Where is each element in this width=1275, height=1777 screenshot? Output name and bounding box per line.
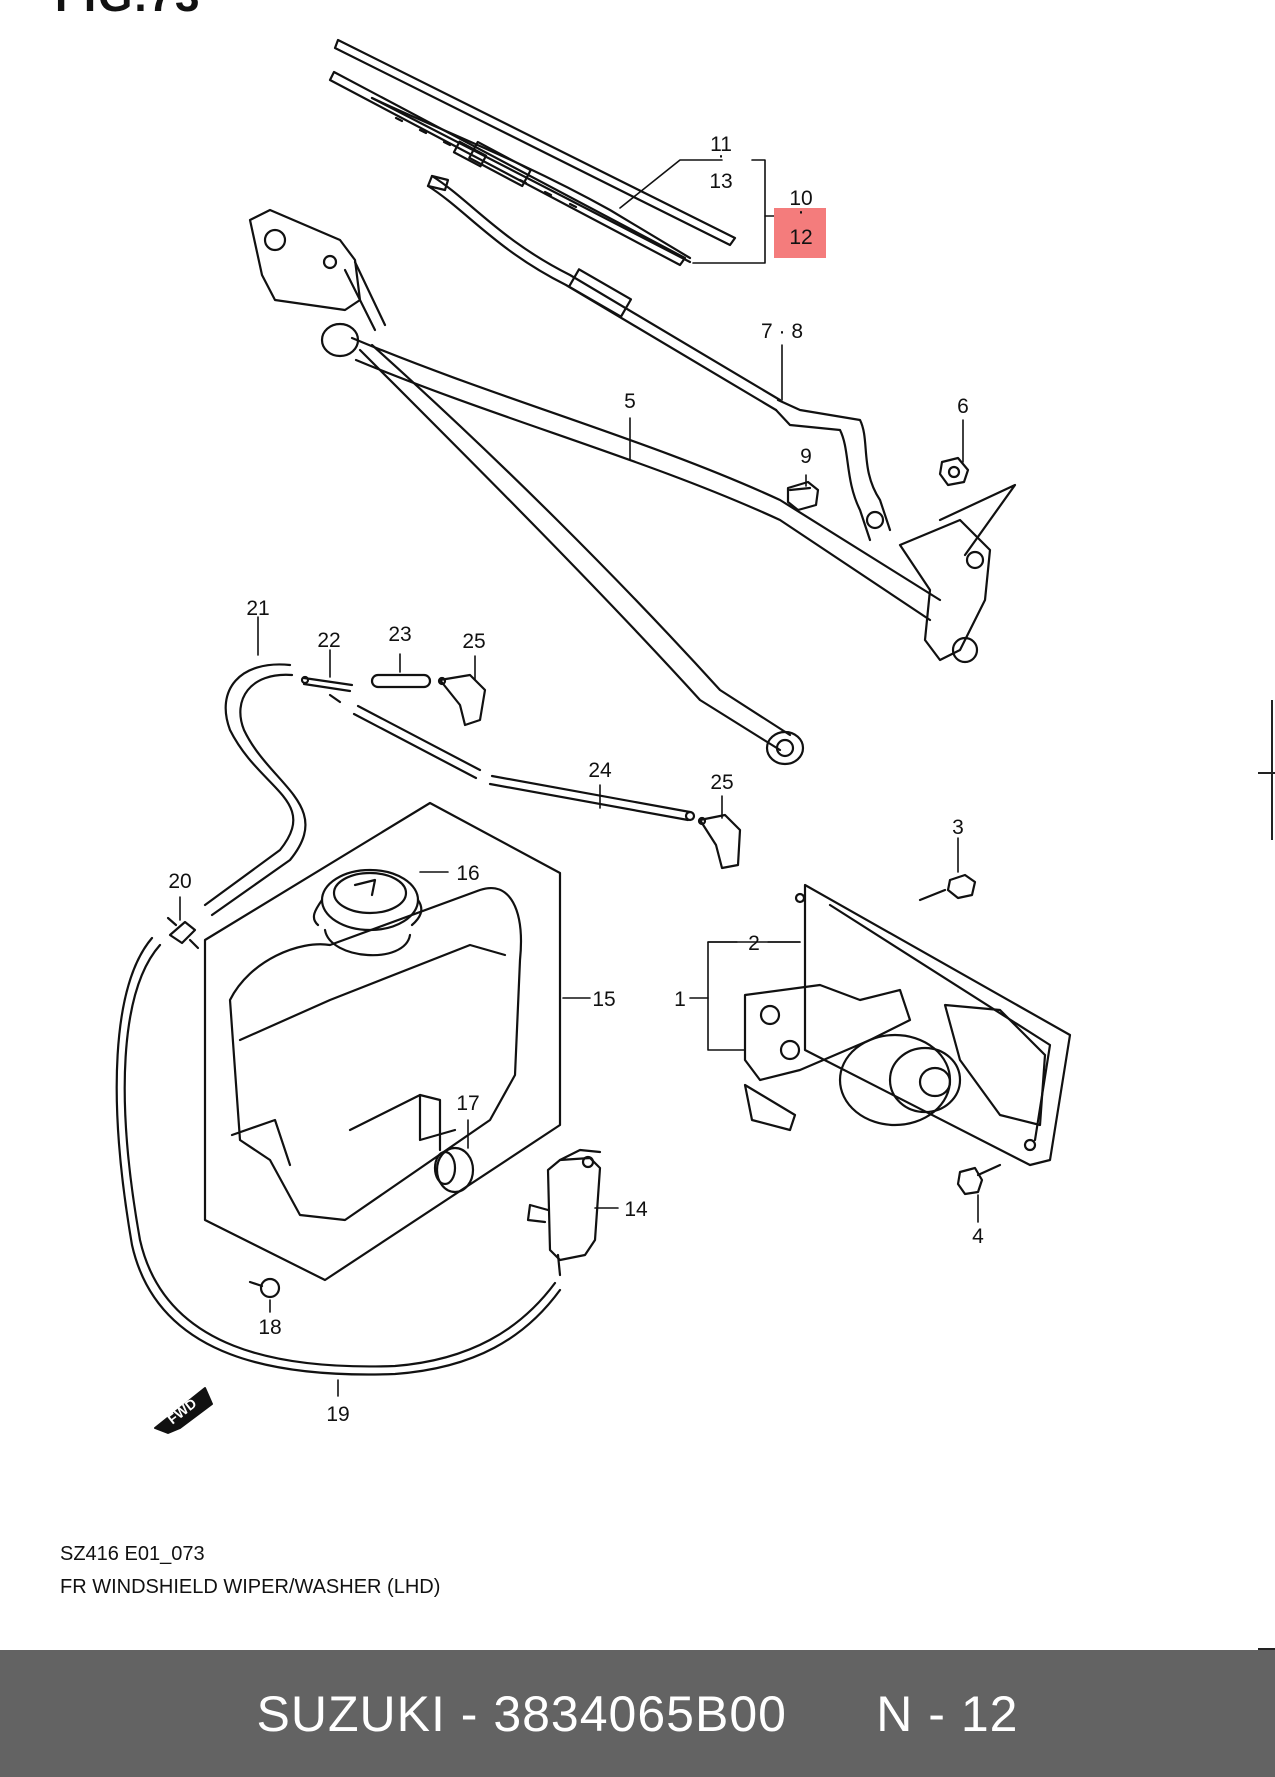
callout-16: 16 [456, 862, 479, 885]
callout-3: 3 [952, 816, 964, 839]
leader-lines [179, 159, 979, 1397]
diagram-code: SZ416 E01_073 [60, 1543, 205, 1565]
callout-23: 23 [388, 623, 411, 646]
bolt-3-part [918, 873, 977, 902]
wiper-blade-part [328, 38, 737, 267]
part-info-footer: SUZUKI - 3834065B00 N - 12 [0, 1650, 1275, 1777]
footer-position: N - 12 [876, 1685, 1019, 1742]
callout-6: 6 [957, 395, 969, 418]
right-edge-mark-bottom [1258, 1648, 1275, 1650]
callout-19: 19 [326, 1403, 349, 1426]
right-edge-mark-tick [1258, 772, 1275, 774]
callout-11: 11 [710, 133, 732, 156]
callout-20: 20 [168, 870, 191, 893]
nut-6-part [938, 456, 970, 487]
footer-gap [787, 1685, 876, 1743]
callout-25a: 25 [462, 630, 485, 653]
callout-15: 15 [592, 988, 615, 1011]
washer-nozzle-25a-part [437, 673, 487, 727]
joint-20-part [166, 916, 200, 950]
right-edge-mark-top [1271, 700, 1273, 840]
clip-18-part [248, 1277, 281, 1299]
washer-hose-23-part [370, 673, 432, 689]
callout-13: 13 [709, 170, 732, 193]
washer-pump-14-part [526, 1148, 602, 1277]
washer-hose-21-part [203, 663, 307, 917]
highlight-box-12 [774, 208, 826, 258]
grommet-17-part [433, 1146, 475, 1194]
parts-diagram: FIG.73 [55, 0, 1275, 1650]
callout-14: 14 [624, 1198, 648, 1221]
callout-25b: 25 [710, 771, 733, 794]
callout-4: 4 [972, 1225, 984, 1248]
callout-12: 12 [789, 226, 812, 249]
callout-9: 9 [800, 445, 812, 468]
washer-hose-19-part [115, 936, 562, 1376]
callout-10: 10 [789, 187, 812, 210]
footer-part-number: 3834065B00 [493, 1685, 787, 1742]
wiper-arm-part [426, 174, 892, 542]
callout-18: 18 [258, 1316, 281, 1339]
cap-9-part [786, 480, 820, 512]
callout-2: 2 [748, 932, 760, 955]
figure-title: FIG.73 [55, 0, 202, 22]
washer-tank-15-part [203, 801, 562, 1282]
callout-7-8: 7 · 8 [761, 320, 803, 343]
callout-24: 24 [588, 759, 612, 782]
diagram-caption: FR WINDSHIELD WIPER/WASHER (LHD) [60, 1576, 441, 1598]
wiper-motor-1-part [743, 883, 1072, 1167]
callout-21: 21 [246, 597, 269, 620]
washer-nozzle-25b-part [697, 813, 742, 870]
wiper-linkage-part [248, 208, 1017, 766]
callout-dot-1012: · [798, 200, 805, 223]
fwd-arrow [154, 1387, 213, 1434]
tank-cap-16-part [312, 868, 423, 957]
callout-1: 1 [674, 988, 686, 1011]
diagram-canvas: 11 · 13 10 · 12 7 · 8 5 6 9 21 22 23 25 … [115, 38, 1072, 1434]
callout-dot-1113: · [718, 144, 725, 167]
footer-brand: SUZUKI [256, 1685, 446, 1742]
footer-separator: - [445, 1685, 494, 1742]
callout-17: 17 [456, 1092, 479, 1115]
washer-hose-22-part [300, 675, 354, 704]
callout-22: 22 [317, 629, 340, 652]
bolt-4-part [956, 1163, 1002, 1196]
washer-hose-24-part [352, 704, 696, 822]
callout-5: 5 [624, 390, 636, 413]
